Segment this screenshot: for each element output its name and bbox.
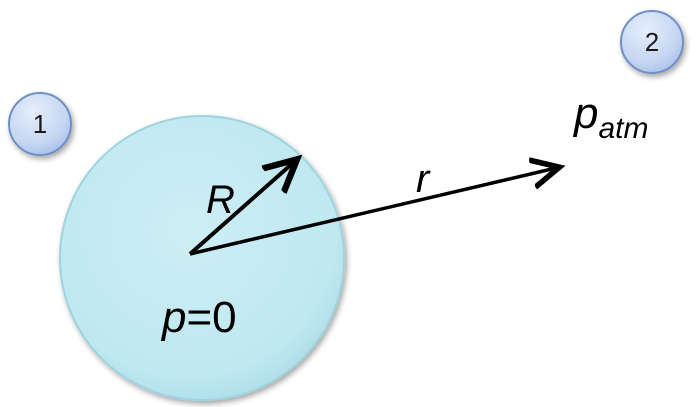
- radius-arrow: [188, 162, 294, 256]
- bubble-sphere: [59, 115, 345, 401]
- inside-pressure-label: p=0: [160, 293, 237, 342]
- badge-1-label: 1: [33, 109, 47, 139]
- atmospheric-pressure-subscript: atm: [598, 112, 648, 145]
- inside-pressure-symbol: p: [160, 293, 186, 342]
- badge-2-circle: [620, 10, 684, 74]
- atmospheric-pressure-label: patm: [572, 89, 649, 145]
- distance-arrow: [189, 168, 556, 256]
- radius-label: R: [206, 178, 235, 222]
- distance-label: r: [416, 157, 431, 201]
- badge-1: 1: [8, 92, 72, 156]
- badge-2: 2: [620, 10, 684, 74]
- inside-pressure-value: =0: [186, 293, 236, 342]
- badge-1-circle: [8, 92, 72, 156]
- badge-2-label: 2: [645, 27, 659, 57]
- atmospheric-pressure-symbol: p: [572, 89, 598, 138]
